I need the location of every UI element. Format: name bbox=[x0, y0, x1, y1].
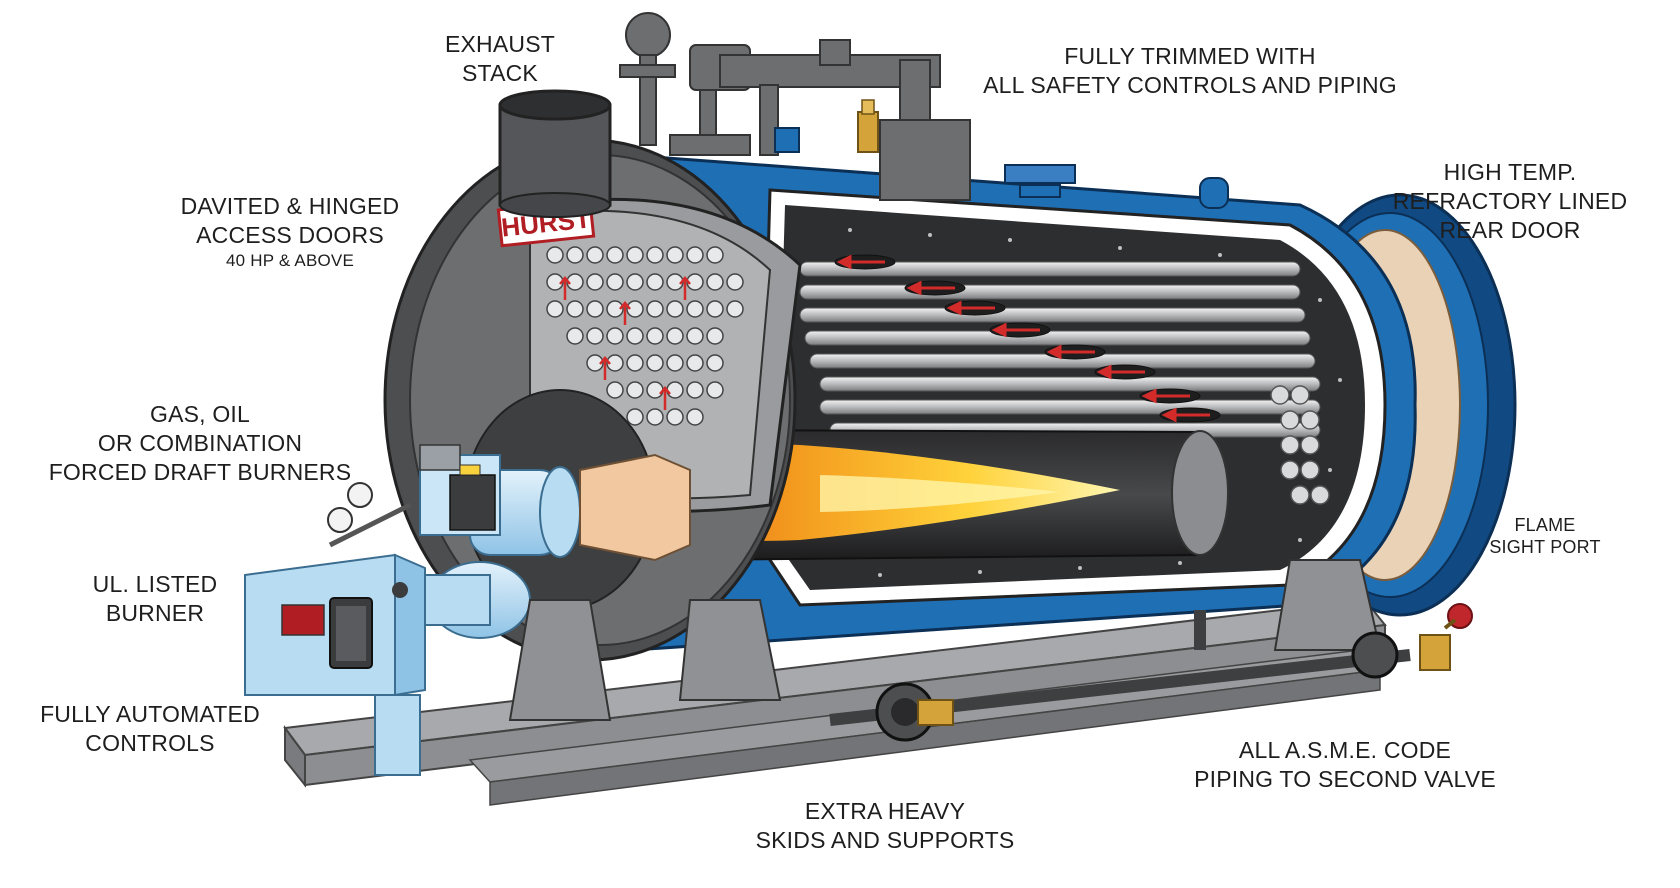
blowdown-piping bbox=[829, 603, 1473, 742]
label-line: ALL SAFETY CONTROLS AND PIPING bbox=[983, 72, 1397, 98]
label-line: SIGHT PORT bbox=[1489, 537, 1601, 557]
label-line: REAR DOOR bbox=[1439, 217, 1581, 243]
supports bbox=[508, 559, 1382, 721]
label-davited-doors: DAVITED & HINGED ACCESS DOORS 40 HP & AB… bbox=[160, 192, 420, 272]
label-line: FLAME bbox=[1514, 515, 1576, 535]
label-line: EXTRA HEAVY bbox=[804, 798, 966, 824]
label-line: DAVITED & HINGED bbox=[180, 193, 400, 219]
label-line: SKIDS AND SUPPORTS bbox=[755, 827, 1015, 853]
label-exhaust-stack: EXHAUST STACK bbox=[420, 30, 580, 88]
label-line: UL. LISTED bbox=[92, 571, 218, 597]
top-trim-controls bbox=[619, 12, 971, 201]
label-line: FULLY AUTOMATED bbox=[40, 701, 260, 727]
label-line: ALL A.S.M.E. CODE bbox=[1238, 737, 1452, 763]
label-flame-sight-port: FLAME SIGHT PORT bbox=[1460, 514, 1630, 558]
label-automated-controls: FULLY AUTOMATED CONTROLS bbox=[25, 700, 275, 758]
burner-assembly bbox=[327, 444, 691, 639]
label-high-temp-rear-door: HIGH TEMP. REFRACTORY LINED REAR DOOR bbox=[1385, 158, 1635, 245]
label-fully-trimmed: FULLY TRIMMED WITH ALL SAFETY CONTROLS A… bbox=[950, 42, 1430, 100]
exhaust-stack bbox=[498, 89, 612, 218]
safety-valve bbox=[857, 99, 879, 153]
label-asme-piping: ALL A.S.M.E. CODE PIPING TO SECOND VALVE bbox=[1175, 736, 1515, 794]
label-line: GAS, OIL bbox=[149, 401, 251, 427]
label-line: ACCESS DOORS bbox=[196, 222, 384, 248]
label-line: OR COMBINATION bbox=[97, 430, 303, 456]
label-line: EXHAUST bbox=[444, 31, 556, 57]
label-line: CONTROLS bbox=[85, 730, 215, 756]
label-line: FORCED DRAFT BURNERS bbox=[48, 459, 352, 485]
label-line: FULLY TRIMMED WITH bbox=[1064, 43, 1316, 69]
control-panel bbox=[244, 553, 426, 776]
label-note: 40 HP & ABOVE bbox=[226, 251, 354, 270]
label-line: BURNER bbox=[105, 600, 205, 626]
insulation-speckles bbox=[848, 228, 1342, 577]
label-line: HIGH TEMP. bbox=[1443, 159, 1577, 185]
label-line: STACK bbox=[462, 60, 538, 86]
label-ul-listed-burner: UL. LISTED BURNER bbox=[70, 570, 240, 628]
label-line: PIPING TO SECOND VALVE bbox=[1194, 766, 1496, 792]
tube-holes bbox=[546, 246, 744, 426]
label-skids-supports: EXTRA HEAVY SKIDS AND SUPPORTS bbox=[740, 797, 1030, 855]
label-burners: GAS, OIL OR COMBINATION FORCED DRAFT BUR… bbox=[30, 400, 370, 487]
top-nozzle bbox=[774, 127, 1229, 209]
label-line: REFRACTORY LINED bbox=[1392, 188, 1628, 214]
